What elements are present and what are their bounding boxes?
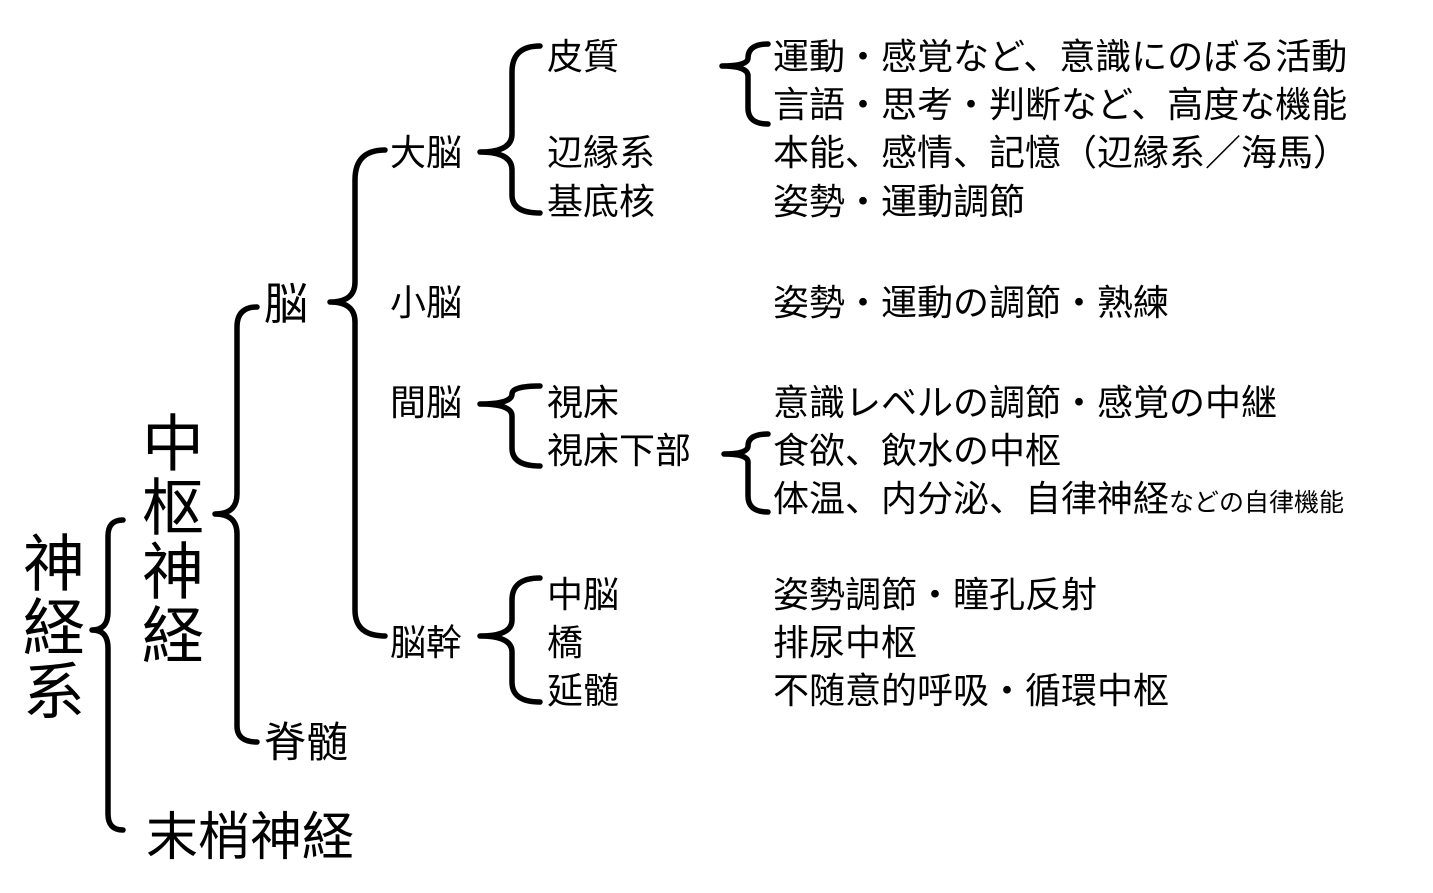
cortex-function-1: 運動・感覚など、意識にのぼる活動 [773,37,1348,78]
cerebellum-function: 姿勢・運動の調節・熟練 [773,283,1170,324]
bracket-root [89,517,126,833]
bracket-diencephalon [477,383,543,469]
hypothalamus-function-2-main: 体温、内分泌、自律神経 [773,479,1170,520]
pons-function: 排尿中枢 [773,623,918,664]
basal-ganglia-label: 基底核 [547,182,656,223]
thalamus-function: 意識レベルの調節・感覚の中継 [773,383,1278,424]
spinal-cord-label: 脊髄 [264,718,349,767]
bracket-brainstem [477,575,543,705]
midbrain-function: 姿勢調節・瞳孔反射 [773,575,1098,616]
limbic-function: 本能、感情、記憶（辺縁系／海馬） [773,133,1350,174]
hypothalamus-label: 視床下部 [547,431,692,472]
brainstem-label: 脳幹 [390,623,463,664]
cortex-function-2: 言語・思考・判断など、高度な機能 [773,85,1348,126]
cortex-label: 皮質 [547,37,620,78]
bracket-cns [212,304,260,745]
brain-label: 脳 [264,279,308,330]
cerebrum-label: 大脳 [390,133,463,174]
medulla-label: 延髄 [547,671,620,712]
limbic-label: 辺縁系 [547,133,656,174]
root-label: 神経系 [12,531,85,723]
pns-label: 末梢神経 [146,808,355,868]
bracket-hypothalamus-functions [721,431,771,515]
hypothalamus-function-2-suffix: などの自律機能 [1169,488,1345,517]
bracket-brain [327,147,388,639]
cns-label: 中枢神経 [131,411,204,667]
hypothalamus-function-1: 食欲、飲水の中枢 [773,431,1062,472]
hypothalamus-function-2: 体温、内分泌、自律神経などの自律機能 [773,482,1344,518]
bracket-cerebrum [477,43,543,216]
bracket-cortex-functions [719,41,771,127]
thalamus-label: 視床 [547,383,620,424]
cerebellum-label: 小脳 [390,283,463,324]
basal-ganglia-function: 姿勢・運動調節 [773,182,1026,223]
medulla-function: 不随意的呼吸・循環中枢 [773,671,1170,712]
diencephalon-label: 間脳 [390,383,463,424]
pons-label: 橋 [547,623,584,664]
midbrain-label: 中脳 [547,575,620,616]
